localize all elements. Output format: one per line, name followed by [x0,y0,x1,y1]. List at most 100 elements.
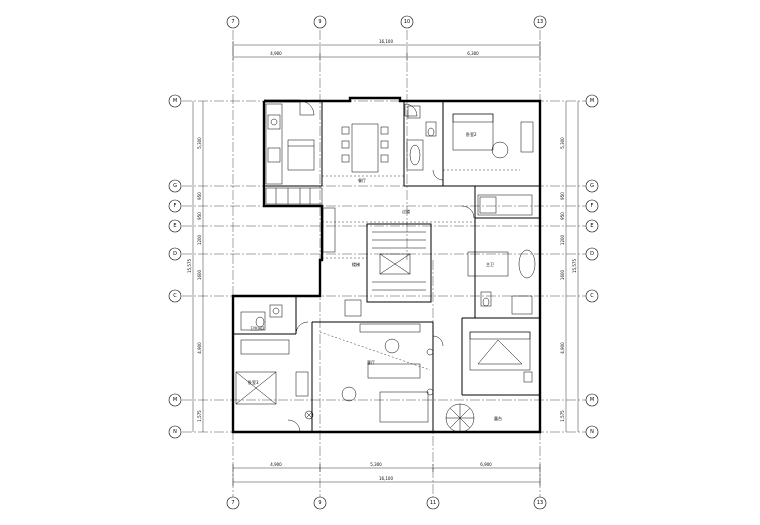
dim-bottom-total: 16,100 [379,476,393,481]
axis-bubble-top-10: 10 [400,15,414,29]
svg-text:9: 9 [318,500,321,506]
svg-text:D: D [173,251,177,257]
dim-right-seg-3: 950 [560,212,565,220]
axis-bubble-left-d: D [168,247,182,261]
svg-text:E: E [590,223,593,229]
axis-bubble-right-e: E [585,219,599,233]
room-label-bedroom-sw: 卧室3 [248,379,259,385]
dim-top-total: 16,100 [379,39,393,44]
dim-left-total: 15,575 [187,259,192,273]
bedroom-se [469,331,533,383]
axis-bubble-right-n: N [585,425,599,439]
living-room: 客厅 [319,299,434,423]
svg-text:E: E [173,223,176,229]
axis-bubble-top-7: 7 [226,15,240,29]
dim-bottom-seg-2: 5,300 [370,462,382,467]
axis-bubble-left-e: E [168,219,182,233]
room-label-bedroom-ne: 卧室2 [466,131,477,137]
axis-bubble-bottom-9: 9 [313,496,327,510]
dim-right-seg-6: 4,900 [560,342,565,354]
room-label-terrace: 露台 [494,415,502,421]
dim-left-seg-2: 950 [197,192,202,200]
dim-left-seg-6: 4,900 [197,342,202,354]
axis-bubbles-top: 7 9 10 13 [226,15,547,29]
svg-text:F: F [174,203,177,209]
axis-bubble-top-9: 9 [313,15,327,29]
axis-bubble-left-n: N [168,425,182,439]
room-label-bath-sw: 卫生间2 [250,325,265,331]
svg-text:C: C [173,293,177,299]
terrace: 露台 [445,403,502,433]
dining-area: 餐厅 [322,123,404,183]
bedroom-sw: 卧室3 [235,339,314,420]
dim-left-seg-1: 5,300 [197,137,202,149]
svg-text:D: D [590,251,594,257]
axis-bubble-bottom-7: 7 [226,496,240,510]
dim-top-seg-2: 6,300 [467,51,479,56]
svg-text:9: 9 [318,19,321,25]
dim-left-seg-4: 1200 [197,234,202,245]
dimension-right: 5,300 950 950 1200 1600 4,900 1,575 15,5… [560,101,579,432]
dim-right-total: 15,575 [572,259,577,273]
dim-bottom-seg-3: 6,900 [480,462,492,467]
bathroom-sw: 卫生间2 [240,304,283,331]
bedroom-ne: 卧室2 [443,113,534,171]
room-label-hall: 过道 [402,208,410,214]
dim-right-seg-4: 1200 [560,234,565,245]
dim-left-seg-5: 1600 [197,269,202,280]
bathroom-master: 主卫 [467,249,536,315]
dim-left-seg-3: 950 [197,212,202,220]
axis-bubble-right-g: G [585,179,599,193]
exterior-walls [231,96,542,434]
dim-right-seg-5: 1600 [560,269,565,280]
svg-text:11: 11 [430,500,436,506]
dim-right-seg-7: 1,575 [560,410,565,422]
dimension-left: 15,575 5,300 950 950 1200 1600 4,900 1,5… [187,101,204,432]
axis-bubbles-bottom: 7 9 11 13 [226,496,547,510]
svg-text:G: G [590,183,594,189]
axis-bubble-right-d: D [585,247,599,261]
axis-bubble-right-m: M [585,94,599,108]
dim-right-seg-2: 950 [560,192,565,200]
kitchen [265,103,336,253]
interior-walls [233,101,540,432]
svg-text:13: 13 [537,500,543,506]
svg-text:G: G [173,183,177,189]
axis-bubble-right-f: F [585,199,599,213]
axis-bubble-right-c: C [585,289,599,303]
axis-bubble-bottom-11: 11 [426,496,440,510]
svg-text:13: 13 [537,19,543,25]
axis-bubble-left-g: G [168,179,182,193]
dim-right-seg-1: 5,300 [560,137,565,149]
svg-text:C: C [590,293,594,299]
room-label-living: 客厅 [367,359,375,365]
dim-top-seg-1: 4,900 [270,51,282,56]
axis-bubble-left-m: M [168,94,182,108]
svg-text:F: F [591,203,594,209]
axis-bubble-right-m2: M [585,393,599,407]
room-label-stair: 楼梯 [352,261,360,267]
svg-text:M: M [173,397,177,403]
hallway: 过道 [322,194,533,259]
axis-bubble-top-13: 13 [533,15,547,29]
dimension-bottom: 4,900 5,300 6,900 16,100 [232,462,541,486]
axis-bubble-left-m2: M [168,393,182,407]
dim-left-seg-7: 1,575 [197,410,202,422]
room-label-bath-master: 主卫 [486,261,494,267]
svg-text:7: 7 [231,500,234,506]
svg-text:10: 10 [404,19,410,25]
svg-text:M: M [590,397,594,403]
axis-bubble-bottom-13: 13 [533,496,547,510]
axis-bubble-left-f: F [168,199,182,213]
svg-text:M: M [173,98,177,104]
axis-bubbles-right: M G F E D C M N [585,94,599,439]
doors [287,100,475,433]
stair: 楼梯 [352,231,426,291]
bathroom-ne [406,105,437,171]
axis-bubble-left-c: C [168,289,182,303]
dim-bottom-seg-1: 4,900 [270,462,282,467]
room-label-dining: 餐厅 [358,177,366,183]
svg-text:N: N [590,429,594,435]
axis-bubbles-left: M G F E D C M N [168,94,182,439]
